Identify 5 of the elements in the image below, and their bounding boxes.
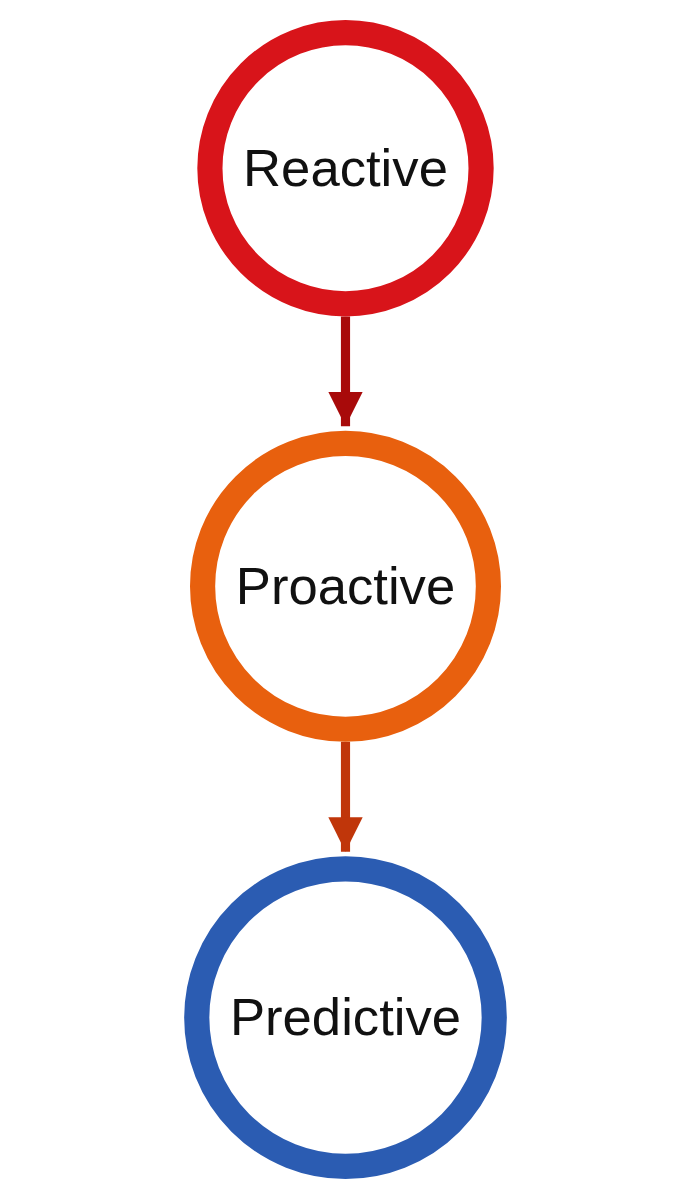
ring-node: Reactive	[196, 20, 494, 317]
arrow	[327, 316, 363, 427]
arrow	[327, 741, 363, 852]
ring-node: Proactive	[189, 430, 501, 742]
ring-node: Predictive	[183, 856, 507, 1179]
